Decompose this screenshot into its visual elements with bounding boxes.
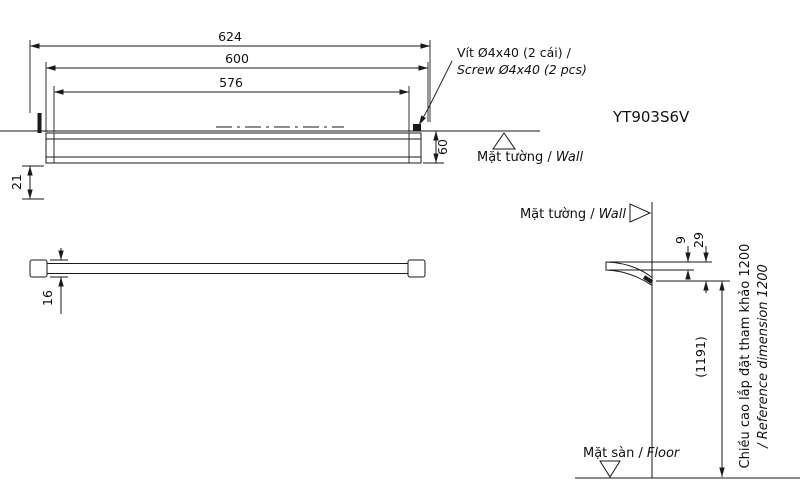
floor-label: Mặt sàn /Floor	[583, 446, 681, 461]
towel-bar-section	[605, 261, 653, 287]
floor-label-vi: Mặt sàn /	[583, 446, 644, 461]
front-view: 624 600 576 60 21 Vít Ø4x40 (2 cái) / Sc…	[0, 29, 690, 200]
ref-dimension-label-en: / Reference dimension 1200	[756, 264, 771, 449]
ref-dimension-label-vi: Chiều cao lắp đặt tham khảo 1200	[738, 244, 753, 469]
dim-576-label: 576	[219, 75, 243, 90]
profile-view: 16	[29, 248, 426, 314]
front-dimension-lines	[27, 43, 439, 199]
screw-dot	[413, 124, 421, 131]
wall-label-side-en: Wall	[599, 207, 627, 222]
dim-624-label: 624	[218, 29, 242, 44]
dim-16-label: 16	[40, 290, 55, 306]
wall-marker-front-icon	[492, 132, 516, 150]
towel-bar-front	[45, 132, 422, 164]
wall-label-front-vi: Mặt tường /	[477, 150, 552, 165]
screw-note-line1: Vít Ø4x40 (2 cái) /	[457, 45, 572, 60]
floor-label-en: Floor	[647, 446, 681, 461]
dim-29-label: 29	[691, 232, 706, 248]
side-view: Mặt tường / Wall 9 29 (1191) Chiều cao lắ…	[520, 202, 800, 479]
wall-label-side: Mặt tường / Wall	[520, 207, 626, 222]
bar-right-cap	[407, 259, 426, 278]
model-number: YT903S6V	[612, 108, 690, 126]
bar-left-cap	[29, 259, 48, 278]
dim-60-label: 60	[435, 139, 450, 155]
wall-label-front-en: Wall	[556, 150, 584, 165]
wall-label-front: Mặt tường / Wall	[477, 150, 583, 165]
dim-9-label: 9	[673, 236, 688, 244]
dim-21-label: 21	[9, 174, 24, 190]
screw-note-line2: Screw Ø4x40 (2 pcs)	[457, 62, 587, 77]
screw-leader-line	[418, 60, 453, 126]
dim-600-label: 600	[225, 51, 249, 66]
front-extension-lines	[22, 40, 444, 200]
side-extension-lines	[609, 261, 730, 282]
wall-label-side-vi: Mặt tường /	[520, 207, 595, 222]
mounting-screw-mark	[642, 275, 654, 284]
wall-marker-side-icon	[629, 203, 652, 223]
side-dimension-lines	[685, 246, 725, 477]
towel-bar-profile	[46, 263, 409, 274]
dim-1191-label: (1191)	[693, 336, 708, 378]
floor-marker-icon	[599, 460, 621, 478]
